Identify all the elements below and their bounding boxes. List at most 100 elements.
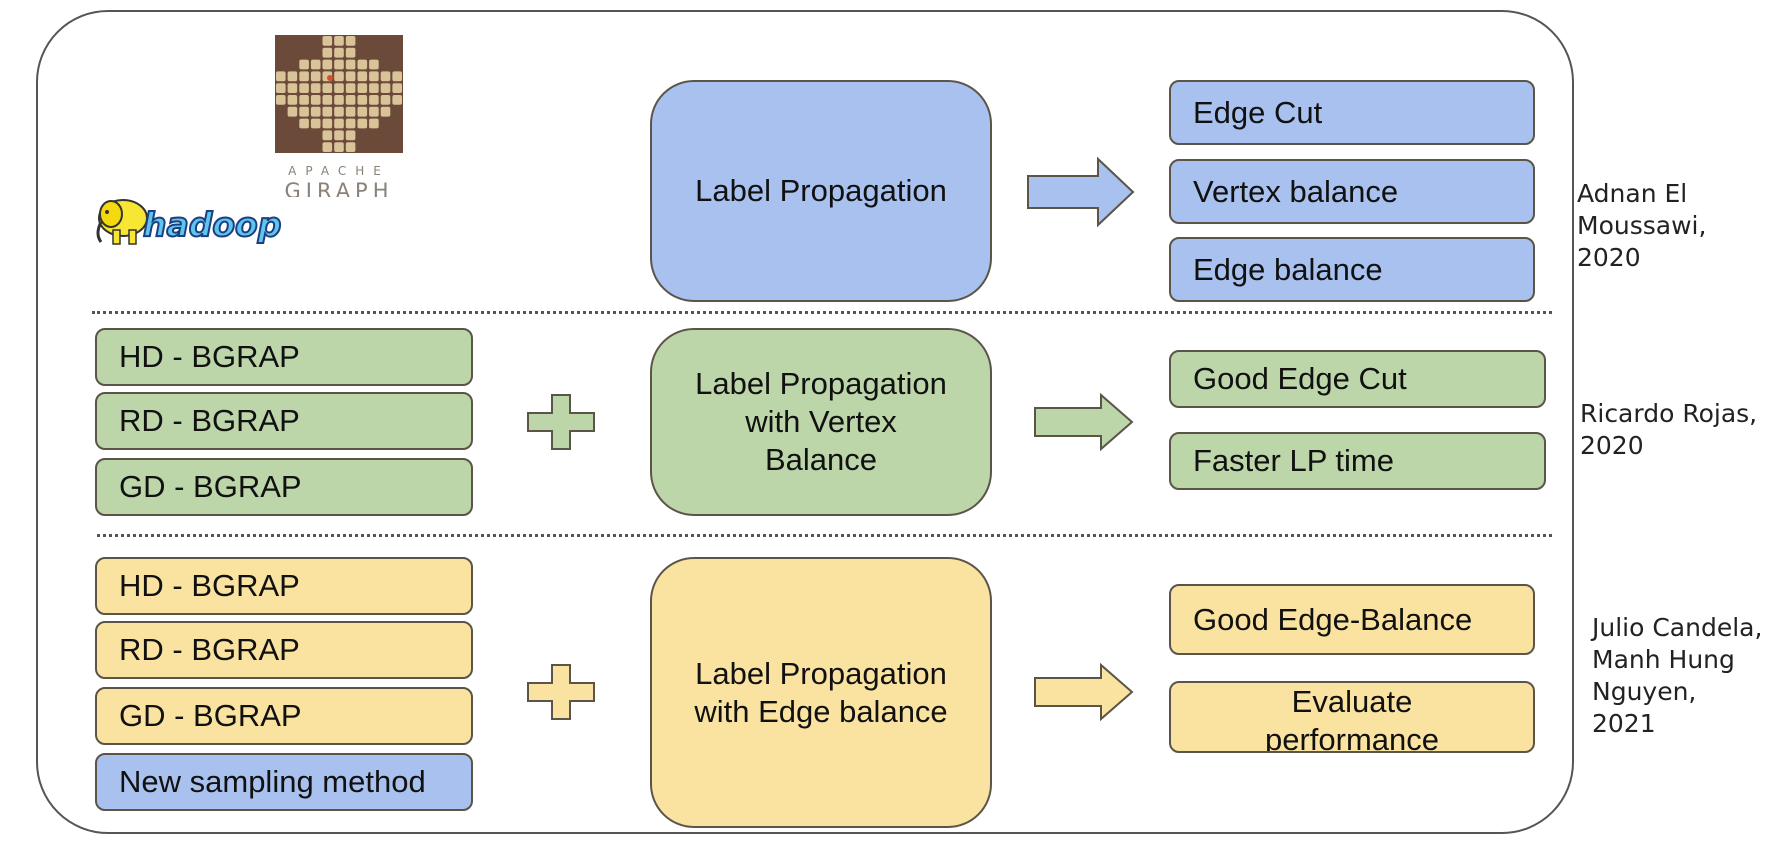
mosaic-tile	[322, 95, 333, 105]
arrow-row-3-icon	[1034, 662, 1134, 722]
mosaic-tile	[392, 47, 402, 58]
mosaic-tile	[392, 83, 402, 93]
mosaic-tile	[334, 118, 344, 129]
mosaic-tile	[310, 142, 321, 152]
mosaic-tile	[345, 71, 356, 82]
mosaic-tile	[276, 36, 286, 46]
mosaic-tile	[357, 106, 368, 117]
mosaic-tile	[299, 106, 309, 117]
mosaic-tile	[345, 83, 356, 93]
mosaic-tile	[322, 106, 333, 117]
mosaic-tile	[357, 36, 368, 46]
giraph-logo-apache: APACHE	[288, 164, 390, 178]
mosaic-tile	[369, 130, 379, 141]
credit-row-3: Julio Candela, Manh Hung Nguyen, 2021	[1592, 613, 1763, 738]
mosaic-tile	[299, 47, 309, 58]
mosaic-tile	[310, 47, 321, 58]
mosaic-tile	[287, 95, 298, 105]
center-text-row-2: Label Propagation with Vertex Balance	[695, 366, 947, 477]
mosaic-tile	[299, 118, 309, 129]
mosaic-tile	[369, 118, 379, 129]
plus-row-2-icon	[527, 394, 595, 450]
mosaic-tile	[345, 106, 356, 117]
credit-row-2: Ricardo Rojas, 2020	[1580, 399, 1758, 460]
input-box-hd-bgrap-row-2: HD - BGRAP	[95, 328, 473, 386]
mosaic-tile	[369, 106, 379, 117]
mosaic-tile	[310, 130, 321, 141]
output-box-vertex-balance: Vertex balance	[1169, 159, 1535, 224]
evaluate-performance-text: Evaluate performance	[1264, 684, 1440, 753]
mosaic-tile	[299, 142, 309, 152]
hadoop-logo: hadoop	[93, 192, 293, 252]
mosaic-accent	[327, 75, 333, 81]
output-box-edge-cut: Edge Cut	[1169, 80, 1535, 145]
mosaic-tile	[322, 83, 333, 93]
mosaic-tile	[334, 95, 344, 105]
mosaic-tile	[276, 47, 286, 58]
separator-1	[92, 311, 1552, 314]
mosaic-tile	[392, 130, 402, 141]
mosaic-tile	[322, 59, 333, 70]
mosaic-tile	[310, 71, 321, 82]
mosaic-tile	[380, 106, 391, 117]
mosaic-tile	[369, 95, 379, 105]
mosaic-tile	[287, 142, 298, 152]
mosaic-tile	[299, 130, 309, 141]
input-box-gd-bgrap-row-2: GD - BGRAP	[95, 458, 473, 516]
mosaic-tile	[392, 36, 402, 46]
mosaic-tile	[345, 36, 356, 46]
mosaic-tile	[299, 83, 309, 93]
mosaic-tile	[334, 71, 344, 82]
input-box-rd-bgrap-row-2: RD - BGRAP	[95, 392, 473, 450]
mosaic-tile	[322, 36, 333, 46]
mosaic-tile	[369, 142, 379, 152]
mosaic-tile	[322, 118, 333, 129]
arrow-row-2-icon	[1034, 392, 1134, 452]
mosaic-tile	[276, 118, 286, 129]
input-box-hd-bgrap-row-3: HD - BGRAP	[95, 557, 473, 615]
hadoop-elephant-icon: hadoop	[96, 199, 282, 245]
mosaic-tile	[334, 106, 344, 117]
input-box-new-sampling-method: New sampling method	[95, 753, 473, 811]
input-box-gd-bgrap-row-3: GD - BGRAP	[95, 687, 473, 745]
giraph-mosaic-icon: APACHE GIRAPH	[275, 35, 403, 203]
mosaic-tile	[392, 106, 402, 117]
mosaic-tile	[380, 71, 391, 82]
mosaic-tile	[345, 95, 356, 105]
mosaic-tile	[299, 59, 309, 70]
mosaic-tile	[380, 95, 391, 105]
mosaic-tile	[357, 47, 368, 58]
mosaic-tile	[380, 59, 391, 70]
output-box-faster-lp-time: Faster LP time	[1169, 432, 1546, 490]
mosaic-tile	[334, 47, 344, 58]
center-box-row-3: Label Propagation with Edge balance	[650, 557, 992, 828]
mosaic-tile	[334, 130, 344, 141]
diagram-frame	[36, 10, 1574, 834]
mosaic-tile	[392, 59, 402, 70]
mosaic-tile	[380, 47, 391, 58]
mosaic-tile	[287, 71, 298, 82]
mosaic-tile	[380, 83, 391, 93]
mosaic-tile	[287, 47, 298, 58]
mosaic-tile	[276, 106, 286, 117]
mosaic-tile	[287, 130, 298, 141]
giraph-logo-giraph: GIRAPH	[284, 179, 393, 197]
mosaic-tile	[334, 83, 344, 93]
mosaic-tile	[322, 130, 333, 141]
input-box-rd-bgrap-row-3: RD - BGRAP	[95, 621, 473, 679]
apache-giraph-logo: APACHE GIRAPH	[270, 32, 410, 203]
mosaic-tile	[322, 47, 333, 58]
mosaic-tile	[369, 71, 379, 82]
mosaic-tile	[392, 118, 402, 129]
credit-row-1: Adnan El Moussawi, 2020	[1577, 179, 1707, 272]
mosaic-tile	[287, 106, 298, 117]
mosaic-tile	[357, 59, 368, 70]
mosaic-tile	[369, 83, 379, 93]
mosaic-tile	[380, 130, 391, 141]
output-box-evaluate-performance: Evaluate performance	[1169, 681, 1535, 753]
mosaic-tile	[334, 36, 344, 46]
mosaic-tile	[276, 130, 286, 141]
mosaic-tile	[287, 83, 298, 93]
mosaic-tile	[299, 95, 309, 105]
output-box-good-edge-cut: Good Edge Cut	[1169, 350, 1546, 408]
